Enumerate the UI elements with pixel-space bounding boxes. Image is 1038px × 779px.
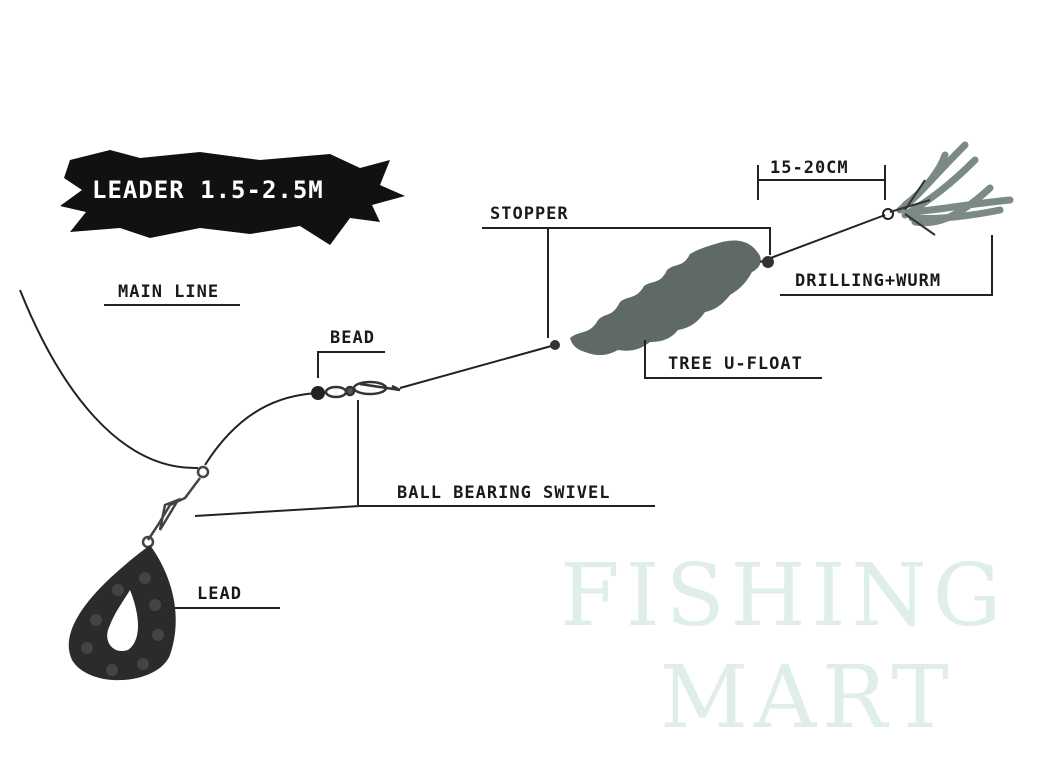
bead <box>311 386 325 400</box>
label-stopper: STOPPER <box>490 204 569 224</box>
label-ball-bearing-swivel: BALL BEARING SWIVEL <box>397 483 611 503</box>
snap-swivel <box>141 465 210 549</box>
leader-to-float <box>399 344 556 389</box>
label-drilling-wurm: DRILLING+WURM <box>795 271 942 291</box>
leader-line <box>204 392 319 466</box>
stopper-bead <box>550 340 560 350</box>
label-lead: LEAD <box>197 584 242 604</box>
main-line <box>19 289 199 470</box>
tree-u-float <box>570 240 761 356</box>
ball-bearing-swivel <box>324 380 401 399</box>
leader-length-banner: LEADER 1.5-2.5M <box>92 176 324 204</box>
label-main-line: MAIN LINE <box>118 282 220 302</box>
line-to-hook <box>759 214 886 263</box>
top-stopper-bead <box>762 256 774 268</box>
watermark-line1: FISHING <box>560 546 1008 646</box>
label-tree-u-float: TREE U-FLOAT <box>668 354 803 374</box>
watermark-line2: MART <box>660 648 955 748</box>
hook-eye <box>882 208 894 220</box>
callout-lines <box>104 165 993 609</box>
treble-hook <box>889 179 936 236</box>
lead-weight <box>68 545 176 681</box>
label-length: 15-20CM <box>770 158 849 178</box>
leader-banner-shape <box>60 150 405 245</box>
worm-bunch <box>896 141 1014 227</box>
label-bead: BEAD <box>330 328 375 348</box>
